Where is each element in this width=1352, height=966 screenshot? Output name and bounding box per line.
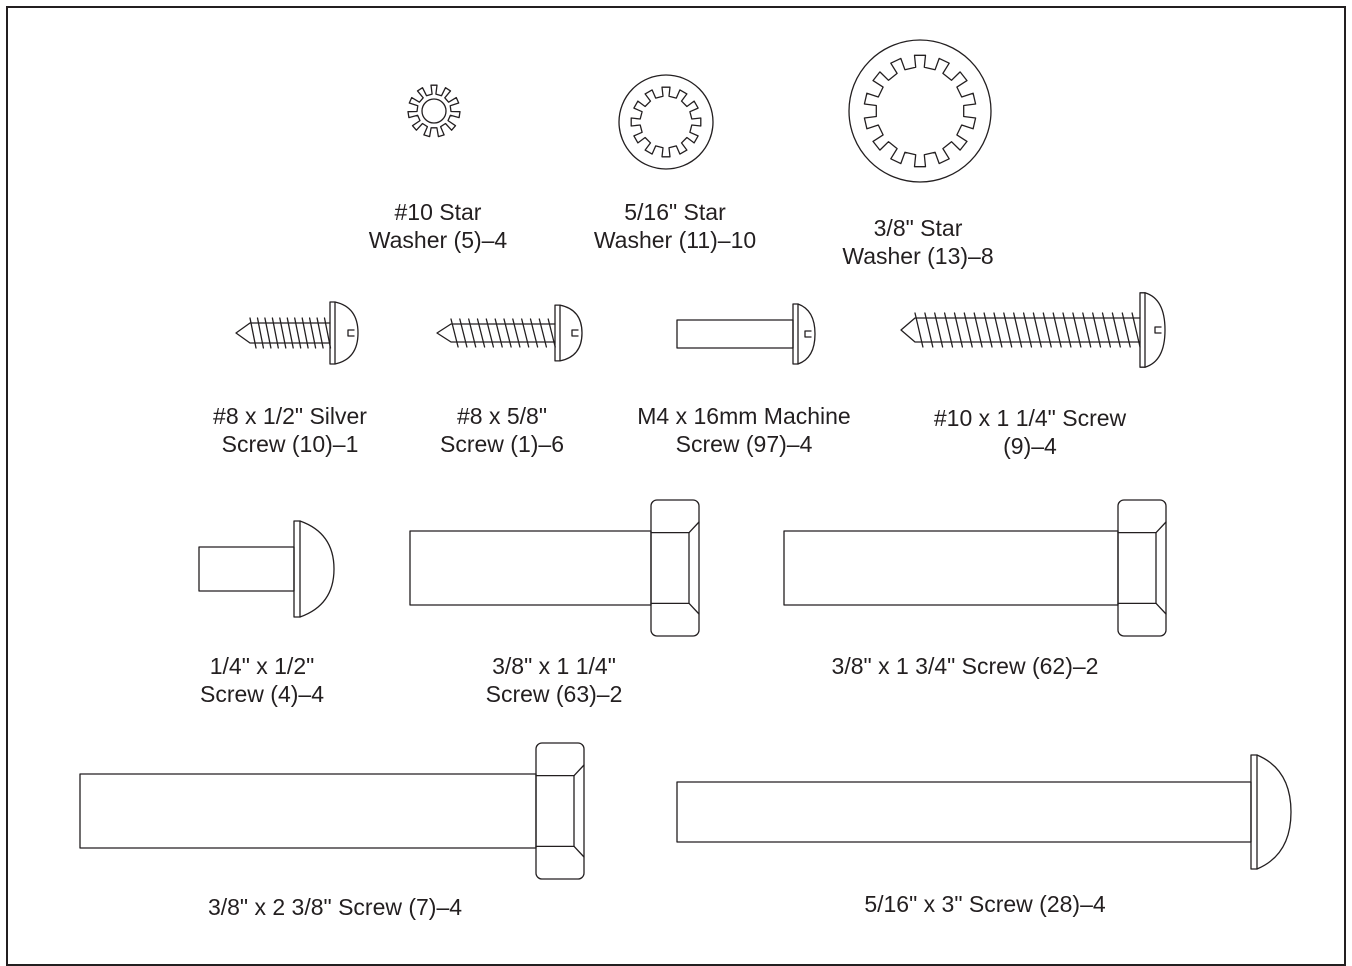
screw-5-16x3-icon bbox=[676, 754, 1292, 870]
label-screw-8x5-8: #8 x 5/8"Screw (1)–6 bbox=[440, 403, 564, 457]
screw-10x1-1-4-icon bbox=[900, 292, 1166, 368]
star-washer-10-icon bbox=[407, 84, 461, 138]
label-bolt-3-8x1-3-4: 3/8" x 1 3/4" Screw (62)–2 bbox=[831, 653, 1099, 679]
label-screw-10x1-1-4: #10 x 1 1/4" Screw(9)–4 bbox=[933, 405, 1127, 459]
star-washer-5-16-icon bbox=[618, 74, 714, 170]
silver-screw-icon bbox=[235, 301, 359, 365]
bolt-3-8x2-3-8-icon bbox=[79, 742, 585, 880]
screw-8x5-8-icon bbox=[436, 304, 583, 362]
bolt-3-8x1-3-4-icon bbox=[783, 499, 1167, 637]
label-screw-5-16x3: 5/16" x 3" Screw (28)–4 bbox=[864, 891, 1106, 917]
star-washer-3-8-icon bbox=[848, 39, 992, 183]
label-screw-1-4x1-2: 1/4" x 1/2"Screw (4)–4 bbox=[200, 653, 324, 707]
machine-screw-icon bbox=[676, 303, 816, 365]
label-bolt-3-8x2-3-8: 3/8" x 2 3/8" Screw (7)–4 bbox=[207, 894, 463, 920]
bolt-3-8x1-1-4-icon bbox=[409, 499, 700, 637]
label-bolt-3-8x1-1-4: 3/8" x 1 1/4"Screw (63)–2 bbox=[485, 653, 623, 707]
screw-1-4x1-2-icon bbox=[198, 520, 335, 618]
